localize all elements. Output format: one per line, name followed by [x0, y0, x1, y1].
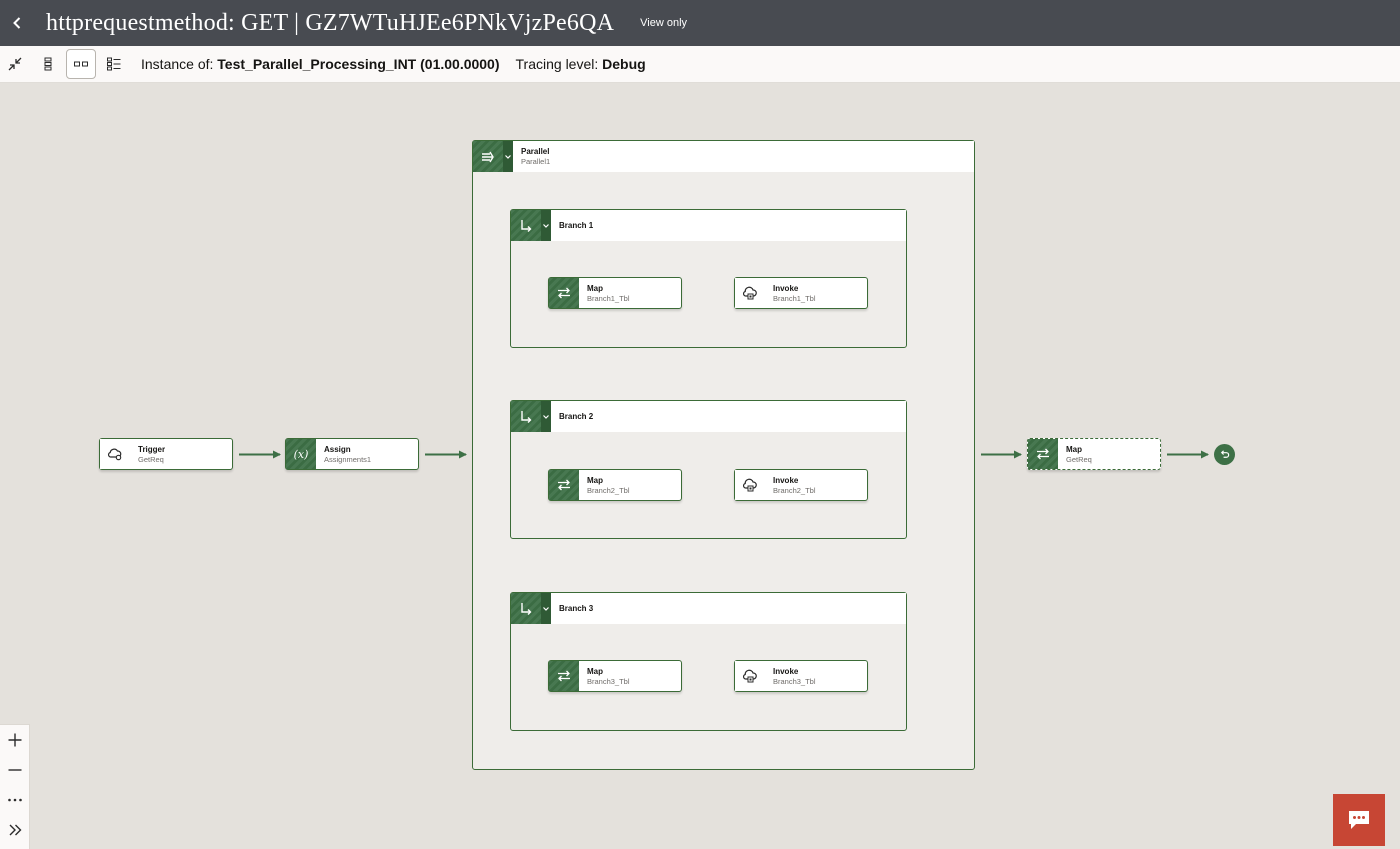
- branch-3-header: Branch 3: [511, 593, 906, 624]
- branch-icon: [511, 593, 541, 624]
- map-arrows-icon: [549, 278, 579, 308]
- map-label: Map: [587, 283, 603, 293]
- invoke-sub: Branch1_Tbl: [773, 293, 816, 303]
- branch-2-invoke-node[interactable]: Invoke Branch2_Tbl: [734, 469, 868, 501]
- vertical-layout-icon: [44, 57, 52, 71]
- branch-1-invoke-node[interactable]: Invoke Branch1_Tbl: [734, 277, 868, 309]
- invoke-label: Invoke: [773, 475, 799, 485]
- variable-icon: (x): [286, 439, 316, 469]
- cloud-invoke-icon: [735, 661, 765, 691]
- invoke-sub: Branch2_Tbl: [773, 485, 816, 495]
- cloud-trigger-icon: [100, 439, 130, 469]
- map-label: Map: [587, 666, 603, 676]
- instance-label: Instance of:: [141, 56, 214, 72]
- chat-assistant-button[interactable]: [1333, 794, 1385, 846]
- branch-2-label: Branch 2: [559, 412, 594, 421]
- instance-value: Test_Parallel_Processing_INT (01.00.0000…: [217, 56, 500, 72]
- branch-icon: [511, 210, 541, 241]
- tracing-value: Debug: [602, 56, 646, 72]
- zoom-out-button[interactable]: [0, 755, 30, 785]
- horizontal-layout-icon: [74, 61, 88, 67]
- map-sub: Branch1_Tbl: [587, 293, 630, 303]
- invoke-label: Invoke: [773, 666, 799, 676]
- branch-2-collapse-toggle[interactable]: [541, 401, 551, 432]
- svg-text:(x): (x): [294, 448, 309, 461]
- pseudo-layout-button[interactable]: [99, 49, 129, 79]
- invoke-sub: Branch3_Tbl: [773, 676, 816, 686]
- map-label: Map: [587, 475, 603, 485]
- final-map-node[interactable]: Map GetReq: [1027, 438, 1161, 470]
- zoom-controls: [0, 724, 30, 849]
- chevron-left-icon: [13, 17, 21, 29]
- header-bar: httprequestmethod: GET | GZ7WTuHJEe6PNkV…: [0, 0, 1400, 46]
- collapse-button[interactable]: [0, 49, 30, 79]
- plus-icon: [8, 733, 22, 747]
- assign-node[interactable]: (x) Assign Assignments1: [285, 438, 419, 470]
- end-node[interactable]: [1214, 444, 1235, 465]
- expand-panel-button[interactable]: [0, 815, 30, 845]
- branch-3-collapse-toggle[interactable]: [541, 593, 551, 624]
- parallel-sub: Parallel1: [521, 157, 551, 166]
- parallel-header: Parallel Parallel1: [473, 141, 974, 172]
- map-arrows-icon: [549, 661, 579, 691]
- vertical-layout-button[interactable]: [33, 49, 63, 79]
- view-only-badge: View only: [640, 17, 688, 29]
- collapse-icon: [8, 57, 22, 71]
- page-title: httprequestmethod: GET | GZ7WTuHJEe6PNkV…: [46, 9, 615, 36]
- trigger-node[interactable]: Trigger GetReq: [99, 438, 233, 470]
- parallel-label: Parallel: [521, 147, 550, 156]
- invoke-label: Invoke: [773, 283, 799, 293]
- branch-icon: [511, 401, 541, 432]
- horizontal-layout-button[interactable]: [66, 49, 96, 79]
- branch-1-container[interactable]: Branch 1: [510, 209, 907, 348]
- double-chevron-right-icon: [9, 824, 22, 836]
- cloud-invoke-icon: [735, 470, 765, 500]
- branch-1-label: Branch 1: [559, 221, 594, 230]
- return-icon: [1220, 450, 1230, 458]
- tracing-label: Tracing level:: [515, 56, 599, 72]
- map-sub: Branch2_Tbl: [587, 485, 630, 495]
- final-map-label: Map: [1066, 444, 1082, 454]
- assign-label: Assign: [324, 444, 351, 454]
- toolbar: Instance of: Test_Parallel_Processing_IN…: [0, 46, 1400, 83]
- branch-2-header: Branch 2: [511, 401, 906, 432]
- zoom-in-button[interactable]: [0, 725, 30, 755]
- chevron-down-icon: [543, 606, 549, 611]
- assign-sub: Assignments1: [324, 454, 372, 464]
- integration-canvas[interactable]: Trigger GetReq (x) Assign Assignments1 P…: [0, 83, 1400, 849]
- trigger-sub: GetReq: [138, 454, 164, 464]
- back-button[interactable]: [0, 0, 34, 46]
- chevron-down-icon: [505, 154, 511, 159]
- chevron-down-icon: [543, 223, 549, 228]
- minus-icon: [8, 769, 22, 771]
- parallel-collapse-toggle[interactable]: [503, 141, 513, 172]
- map-sub: Branch3_Tbl: [587, 676, 630, 686]
- cloud-invoke-icon: [735, 278, 765, 308]
- trigger-label: Trigger: [138, 444, 166, 454]
- branch-1-map-node[interactable]: Map Branch1_Tbl: [548, 277, 682, 309]
- branch-3-invoke-node[interactable]: Invoke Branch3_Tbl: [734, 660, 868, 692]
- final-map-sub: GetReq: [1066, 454, 1092, 464]
- map-arrows-icon: [549, 470, 579, 500]
- pseudo-layout-icon: [107, 57, 121, 71]
- more-options-button[interactable]: [0, 785, 30, 815]
- branch-2-map-node[interactable]: Map Branch2_Tbl: [548, 469, 682, 501]
- branch-1-collapse-toggle[interactable]: [541, 210, 551, 241]
- chevron-down-icon: [543, 414, 549, 419]
- branch-3-map-node[interactable]: Map Branch3_Tbl: [548, 660, 682, 692]
- tracing-info: Tracing level: Debug: [516, 56, 646, 72]
- branch-3-label: Branch 3: [559, 604, 594, 613]
- ellipsis-icon: [8, 798, 22, 802]
- branch-1-header: Branch 1: [511, 210, 906, 241]
- instance-info: Instance of: Test_Parallel_Processing_IN…: [141, 56, 500, 72]
- map-arrows-icon: [1028, 439, 1058, 469]
- parallel-icon: [473, 141, 503, 172]
- chat-bubble-icon: [1349, 811, 1369, 829]
